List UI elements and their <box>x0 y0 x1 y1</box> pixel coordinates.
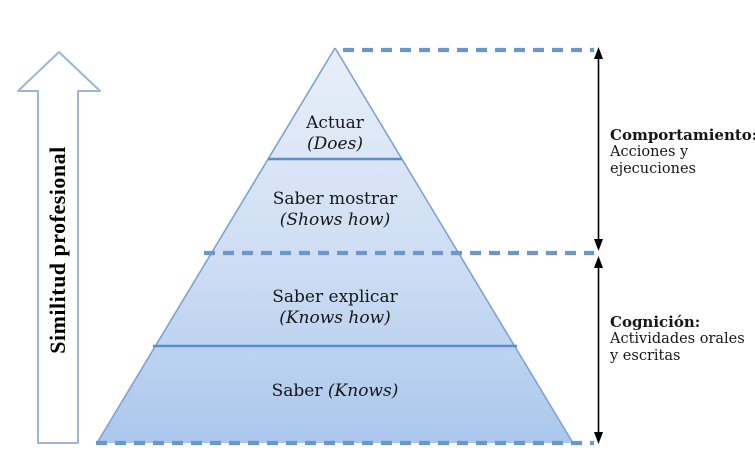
level-sublabel: (Knows how) <box>279 308 391 328</box>
annotation-line: y escritas <box>610 348 681 364</box>
level-label: Actuar <box>306 113 364 133</box>
similarity-axis-label: Similitud profesional <box>45 146 70 354</box>
level-label: Saber explicar <box>272 287 398 307</box>
measure-arrow-cognicion <box>594 256 603 444</box>
annotation-line: ejecuciones <box>610 161 696 177</box>
pyramid-level-knows: Saber (Knows) <box>185 381 485 402</box>
level-label: Saber mostrar <box>272 189 398 209</box>
pyramid-shape <box>97 48 573 443</box>
level-sublabel: (Knows) <box>327 381 399 401</box>
annotation-line: Actividades orales <box>610 331 745 347</box>
pyramid-right-edge <box>334 47 574 444</box>
pyramid-level-knows-how: Saber explicar (Knows how) <box>185 287 485 329</box>
pyramid-level-shows-how: Saber mostrar (Shows how) <box>185 189 485 231</box>
measure-arrow-comportamiento <box>594 47 603 251</box>
pyramid-left-edge <box>96 47 336 444</box>
annotation-title: Comportamiento: <box>610 126 755 144</box>
annotation-title: Cognición: <box>610 313 701 331</box>
pyramid-level-does: Actuar (Does) <box>185 113 485 155</box>
annotation-cognicion: Cognición: Actividades orales y escritas <box>610 313 750 365</box>
annotation-line: Acciones y <box>610 144 689 160</box>
up-block-arrow <box>17 51 101 444</box>
level-sublabel: (Shows how) <box>279 210 391 230</box>
level-sublabel: (Does) <box>307 134 363 154</box>
annotation-comportamiento: Comportamiento: Acciones y ejecuciones <box>610 126 755 178</box>
level-label: Saber <box>271 381 323 401</box>
